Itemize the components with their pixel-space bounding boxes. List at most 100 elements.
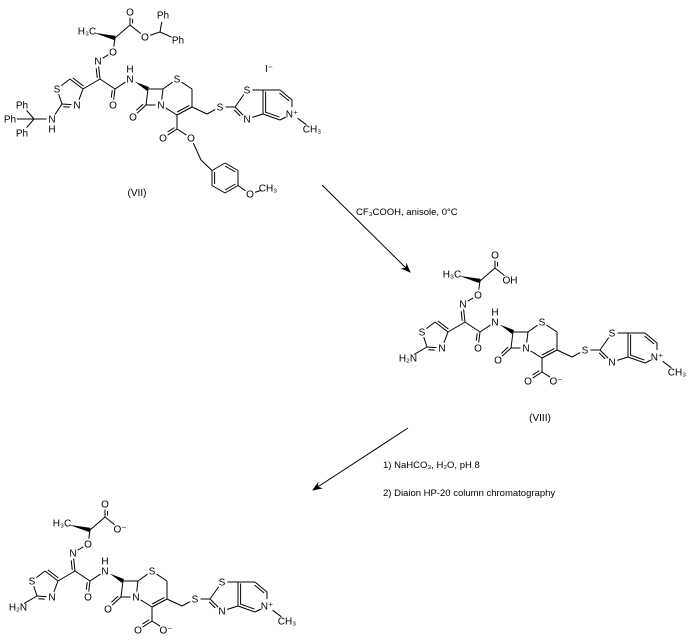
atom-label: S bbox=[149, 567, 156, 578]
bond bbox=[209, 586, 220, 600]
atom-label: O⁻ bbox=[159, 626, 172, 637]
bond bbox=[140, 599, 153, 608]
atom-label: N bbox=[608, 358, 615, 369]
bond bbox=[44, 570, 59, 582]
bond bbox=[159, 21, 163, 33]
bond bbox=[209, 598, 219, 608]
bond bbox=[151, 620, 161, 627]
double-bond-line bbox=[541, 347, 555, 356]
bond bbox=[176, 128, 187, 136]
atom-label: O bbox=[474, 344, 482, 355]
double-bond-line bbox=[240, 603, 255, 610]
bond bbox=[53, 580, 59, 593]
compound-label-vii: (VII) bbox=[128, 188, 147, 199]
bond bbox=[89, 573, 101, 582]
atom-label: N⁺ bbox=[286, 110, 299, 121]
atom-label: N bbox=[69, 549, 76, 560]
atom-label: O bbox=[159, 134, 167, 145]
atom-label: S bbox=[244, 86, 251, 97]
bond bbox=[151, 598, 168, 608]
atom-label: Ph bbox=[16, 101, 28, 112]
atom-label: S bbox=[582, 346, 589, 357]
bond bbox=[510, 331, 514, 349]
atom-label: H₂N bbox=[9, 603, 27, 614]
bond bbox=[227, 605, 239, 610]
bond bbox=[88, 529, 91, 539]
atom-label: N bbox=[218, 607, 225, 618]
bond bbox=[114, 24, 131, 39]
bond bbox=[176, 106, 193, 116]
bond bbox=[254, 581, 268, 593]
bond bbox=[254, 608, 261, 613]
bond bbox=[113, 37, 116, 47]
double-bond-line bbox=[630, 354, 645, 361]
double-bond-line bbox=[265, 111, 280, 118]
wedge-bond bbox=[458, 275, 481, 284]
double-bond-line bbox=[95, 68, 98, 78]
atom-label: H bbox=[126, 65, 133, 76]
bond bbox=[159, 31, 172, 38]
double-bond-line bbox=[47, 569, 59, 579]
atom-label: H₃C bbox=[443, 270, 462, 281]
double-bond-line bbox=[224, 183, 236, 191]
bond bbox=[463, 309, 466, 323]
atom-label: O bbox=[246, 190, 254, 201]
reagent-step1: CF₃COOH, anisole, 0°C bbox=[356, 207, 458, 218]
bond bbox=[120, 580, 124, 598]
bond bbox=[546, 324, 558, 333]
bond bbox=[434, 321, 449, 333]
atom-label: OH bbox=[503, 276, 518, 287]
reaction-arrow-1 bbox=[321, 184, 411, 273]
bond bbox=[662, 360, 672, 369]
bond bbox=[532, 371, 543, 379]
double-bond-line bbox=[224, 165, 236, 173]
bond bbox=[136, 580, 139, 592]
atom-label: N bbox=[522, 344, 529, 355]
atom-label: S bbox=[609, 329, 616, 340]
double-bond-line bbox=[532, 370, 540, 376]
bond bbox=[464, 321, 481, 333]
atom-label: N bbox=[438, 344, 445, 355]
bond bbox=[69, 78, 84, 90]
double-bond-line bbox=[233, 109, 241, 117]
compound-label-viii: (VIII) bbox=[529, 413, 551, 424]
bond bbox=[54, 103, 63, 115]
atom-label: O bbox=[134, 626, 142, 637]
atom-label: O bbox=[141, 33, 149, 44]
bond bbox=[443, 331, 449, 344]
bond bbox=[89, 516, 106, 531]
bond bbox=[161, 88, 164, 100]
atom-label: Ph bbox=[4, 115, 16, 126]
bond bbox=[162, 81, 173, 90]
atom-label: S bbox=[29, 577, 36, 588]
bond bbox=[23, 595, 38, 604]
atom-label: CH₃ bbox=[303, 125, 322, 136]
atom-label: O bbox=[84, 540, 92, 551]
bond bbox=[255, 189, 262, 193]
bond bbox=[413, 346, 428, 355]
bond bbox=[479, 324, 491, 333]
bond bbox=[78, 88, 84, 101]
bond bbox=[88, 580, 91, 592]
atom-label: N bbox=[491, 318, 498, 329]
double-bond-line bbox=[70, 560, 73, 570]
atom-label: O⁻ bbox=[113, 525, 126, 536]
atom-label: H bbox=[491, 308, 498, 319]
atom-label: S bbox=[539, 318, 546, 329]
atom-label: S bbox=[174, 75, 181, 86]
bond bbox=[527, 324, 538, 333]
bond bbox=[166, 598, 183, 607]
wedge-bond bbox=[134, 81, 150, 91]
reagent-step2a: 1) NaHCO₃, H₂O, pH 8 bbox=[383, 460, 480, 471]
bond bbox=[145, 88, 149, 106]
atom-label: O bbox=[101, 500, 109, 511]
double-bond-line bbox=[142, 619, 150, 625]
bond bbox=[599, 337, 610, 351]
atom-label: O⁻ bbox=[549, 377, 562, 388]
bond bbox=[142, 620, 153, 628]
bond bbox=[627, 356, 646, 364]
atom-label: Ph bbox=[172, 36, 184, 47]
